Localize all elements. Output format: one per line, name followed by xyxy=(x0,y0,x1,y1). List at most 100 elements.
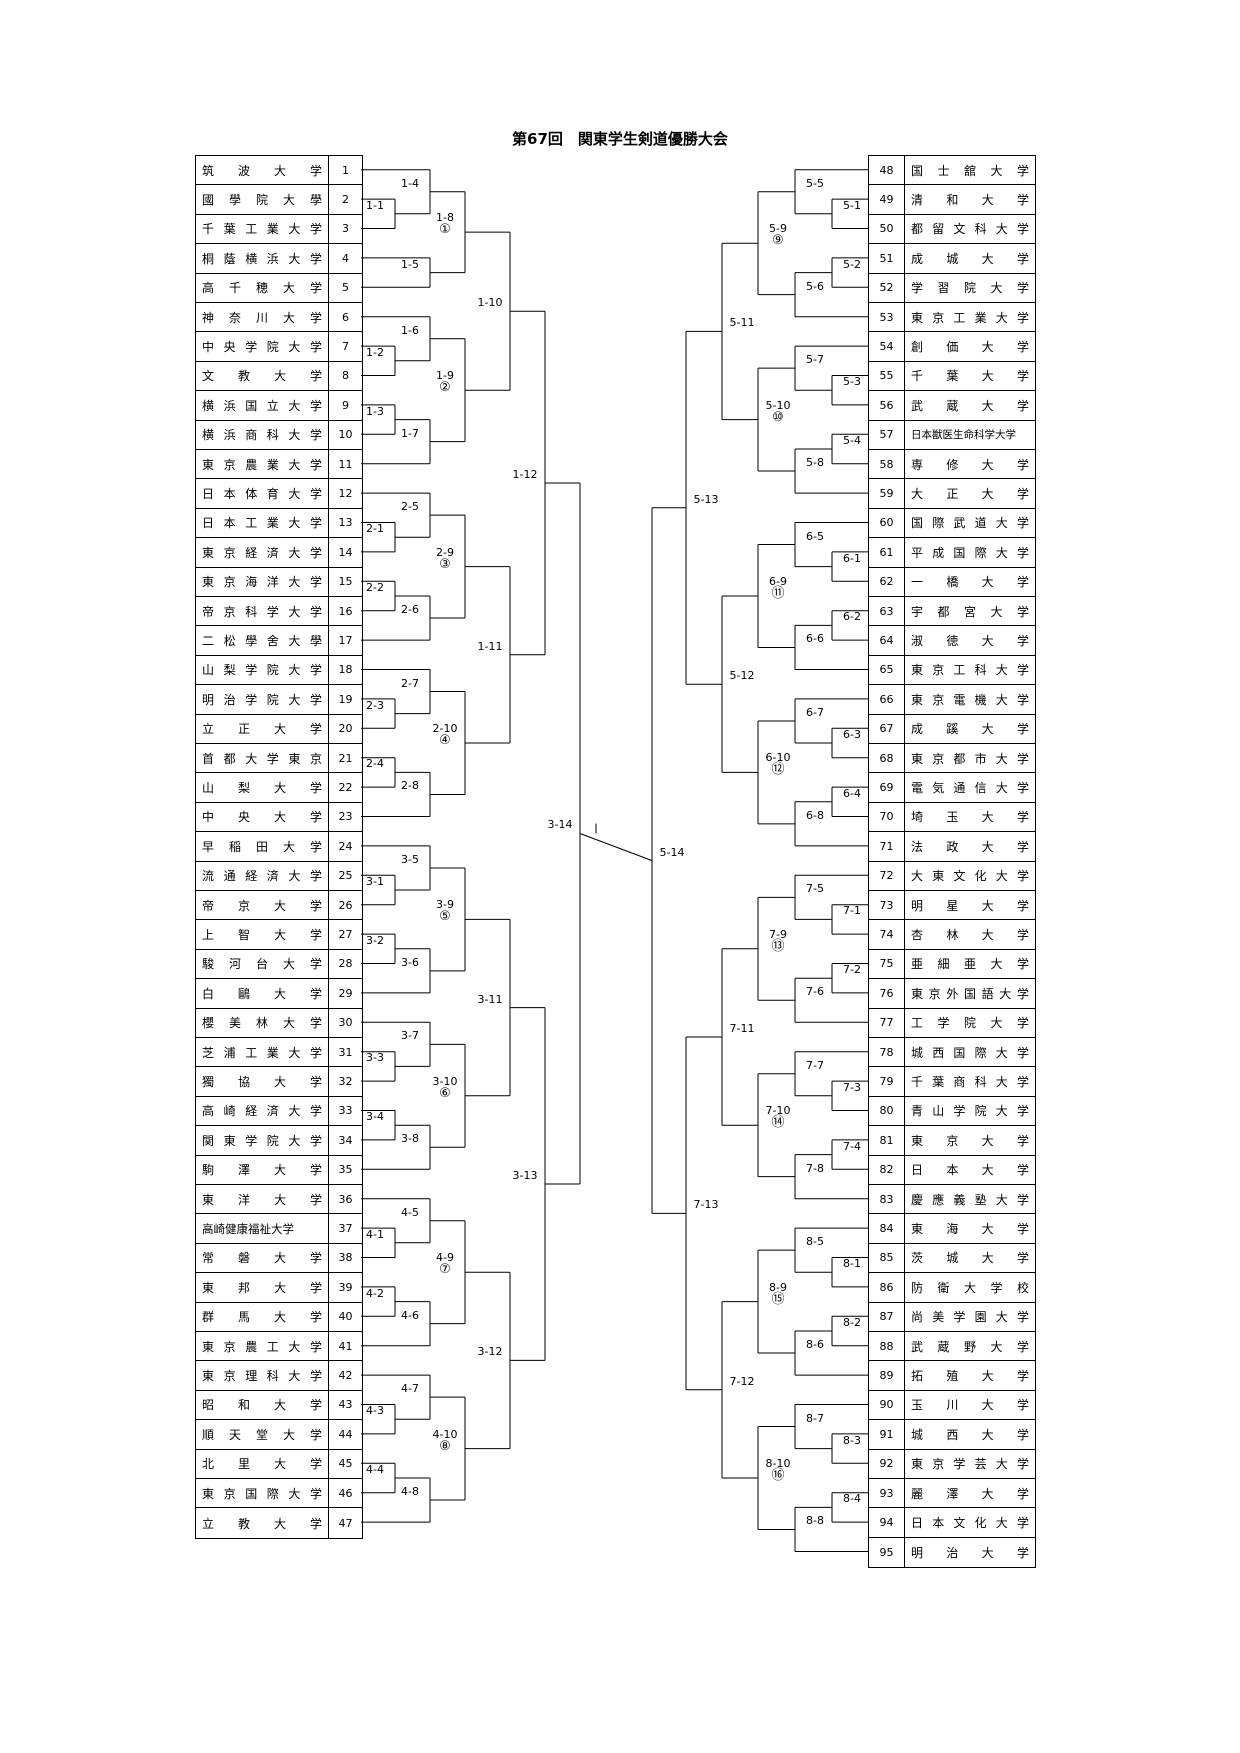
team-name: 文教大学 xyxy=(202,369,322,384)
match-label: 2-7 xyxy=(392,677,428,690)
match-id: 4-1 xyxy=(366,1227,384,1241)
team-number: 38 xyxy=(328,1243,362,1273)
team-name: 国際武道大学 xyxy=(911,516,1029,531)
match-id: 1-4 xyxy=(401,176,419,190)
team-number: 80 xyxy=(869,1096,905,1126)
team-number: 73 xyxy=(869,891,905,920)
match-id: 7-2 xyxy=(843,963,861,977)
team-name: 専修大学 xyxy=(911,457,1029,472)
team-number: 10 xyxy=(328,420,362,449)
team-number: 6 xyxy=(328,303,362,332)
team-number: 29 xyxy=(328,979,362,1008)
team-number: 82 xyxy=(869,1155,905,1184)
team-number: 89 xyxy=(869,1361,905,1390)
team-name: 東京農工大学 xyxy=(202,1339,322,1354)
team-number: 47 xyxy=(328,1508,362,1538)
team-name: 創価大学 xyxy=(911,340,1029,355)
match-id: 6-3 xyxy=(843,728,861,741)
match-label: 1-10 xyxy=(472,297,508,309)
team-number: 50 xyxy=(869,214,905,244)
block-number: ⑧ xyxy=(439,1438,451,1454)
team-name: 千葉商科大学 xyxy=(911,1075,1029,1090)
team-number: 4 xyxy=(328,244,362,273)
team-name: 高千穂大学 xyxy=(202,281,322,296)
block-number: ⑫ xyxy=(771,762,785,778)
match-id: 3-6 xyxy=(401,955,419,969)
match-label: 5-6 xyxy=(797,280,833,293)
team-name: 白鷗大学 xyxy=(202,986,322,1001)
match-label: 5-7 xyxy=(797,354,833,366)
match-label: 8-6 xyxy=(797,1339,833,1351)
match-label: 1-2 xyxy=(357,346,393,359)
team-name: 東京電機大学 xyxy=(911,692,1029,707)
team-number: 76 xyxy=(869,979,905,1008)
team-name: 国士舘大学 xyxy=(911,163,1029,178)
match-label: 3-5 xyxy=(392,853,428,866)
team-name: 東京学芸大学 xyxy=(911,1457,1029,1472)
match-label: 4-3 xyxy=(357,1405,393,1417)
team-number: 67 xyxy=(869,714,905,743)
team-number: 90 xyxy=(869,1390,905,1420)
team-name: 千葉工業大学 xyxy=(202,222,322,237)
match-label: 8-1 xyxy=(834,1258,870,1270)
match-label: 3-7 xyxy=(392,1030,428,1042)
team-name: 高崎健康福祉大学 xyxy=(202,1221,294,1236)
team-name: 拓殖大学 xyxy=(911,1369,1029,1384)
team-name: 玉川大学 xyxy=(911,1398,1029,1413)
match-label: 8-4 xyxy=(834,1493,870,1505)
team-row: 29 白鷗大学 xyxy=(196,979,362,1009)
team-number: 1 xyxy=(328,156,362,185)
match-id: 4-10 xyxy=(432,1427,458,1441)
match-id: 3-10 xyxy=(432,1074,458,1088)
match-id: 7-8 xyxy=(806,1161,824,1175)
match-label: 3-1 xyxy=(357,876,393,888)
team-number: 39 xyxy=(328,1273,362,1302)
match-id: 1-11 xyxy=(477,639,503,653)
match-id: 7-3 xyxy=(843,1080,861,1094)
match-id: 6-1 xyxy=(843,551,861,565)
match-label: 7-3 xyxy=(834,1080,870,1094)
team-number: 34 xyxy=(328,1126,362,1155)
block-number: ⑯ xyxy=(771,1468,785,1483)
team-number: 14 xyxy=(328,538,362,567)
team-name: 獨協大学 xyxy=(202,1075,322,1090)
block-number: ⑦ xyxy=(439,1262,451,1278)
match-id: 7-11 xyxy=(729,1022,755,1035)
match-id: 7-12 xyxy=(729,1374,755,1388)
team-number: 26 xyxy=(328,891,362,920)
team-number: 42 xyxy=(328,1361,362,1390)
match-label: 7-8 xyxy=(797,1161,833,1175)
bracket-line xyxy=(579,833,653,862)
team-name: 日本工業大学 xyxy=(202,516,322,531)
team-name: 武蔵大学 xyxy=(911,398,1029,413)
team-number: 18 xyxy=(328,655,362,685)
team-number: 63 xyxy=(869,597,905,626)
team-number: 53 xyxy=(869,303,905,332)
match-id: 6-8 xyxy=(806,808,824,822)
team-name: 群馬大学 xyxy=(202,1310,322,1325)
match-id: 7-5 xyxy=(806,882,824,896)
match-label: 7-1 xyxy=(834,905,870,917)
match-label: 3-14 xyxy=(542,819,578,831)
match-id: 1-7 xyxy=(401,426,419,440)
team-name: 一橋大学 xyxy=(911,575,1029,590)
team-name: 山梨学院大学 xyxy=(202,663,322,678)
team-number: 11 xyxy=(328,450,362,479)
match-id: 1-6 xyxy=(401,323,419,337)
match-id: 7-1 xyxy=(843,904,861,918)
match-label: 7-12 xyxy=(724,1374,760,1388)
